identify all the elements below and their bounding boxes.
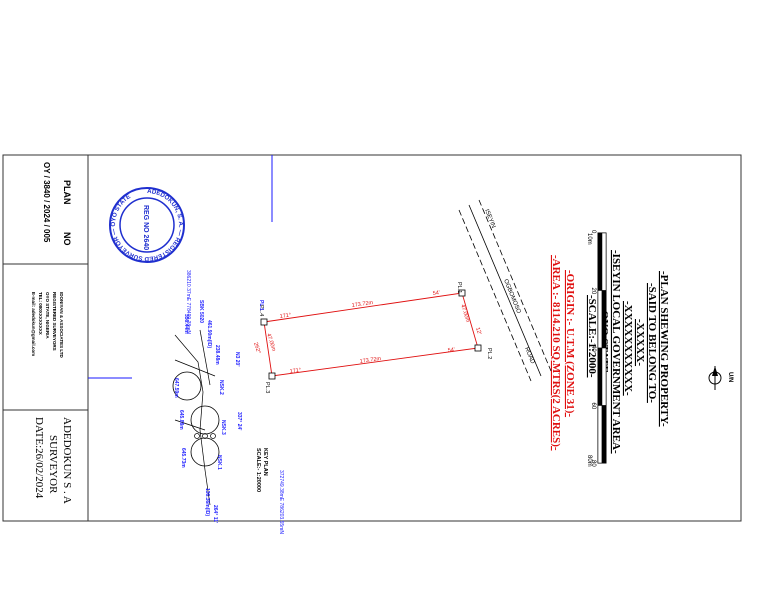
key-plan-circle-2 xyxy=(190,405,220,435)
no-label: NO xyxy=(62,232,72,246)
road: ISEYIN OGBOMOSO ROAD xyxy=(458,199,552,382)
scale-segment xyxy=(597,347,603,406)
plan-date: DATE:26/02/2024 xyxy=(33,417,45,499)
scale-segment xyxy=(597,405,603,464)
key-plan-label: SBK 5020 xyxy=(198,300,204,323)
top-distance: 173.72m xyxy=(351,300,373,309)
key-plan-label: 264° 11' xyxy=(212,505,218,523)
pillar-pl3-label: PL.3 xyxy=(264,382,270,393)
area-text: -AREA :- 8114.210 SQ.MTRS(2 ACRES)- xyxy=(550,255,562,451)
heading-line: -XXXXXXXXXXX- xyxy=(622,301,634,396)
surveyor-seal: ADEDOKUN, S. A. — REGISTERED SURVEYOR — … xyxy=(109,187,185,263)
scale-tick-label: 20 xyxy=(590,288,596,295)
road-label-ogbomoso: OGBOMOSO xyxy=(502,279,521,315)
north-label: U/N xyxy=(727,372,733,382)
heading-line: -SAID TO BELONG TO- xyxy=(646,283,658,403)
firm-line: E-mail: adedokun@gmail.com xyxy=(31,292,36,356)
key-plan-circle-3 xyxy=(190,437,220,467)
heading-line: -PLAN SHEWING PROPERTY- xyxy=(658,271,670,427)
key-plan-label: PL.1 xyxy=(258,300,264,311)
key-plan-label: 238.48m xyxy=(214,345,220,365)
bottom-bearing-left: 171° xyxy=(289,367,301,375)
pillar-pl4-label: PL.4 xyxy=(258,305,264,316)
left-bearing: 262° xyxy=(252,342,261,355)
firm-line: REGISTERED SURVEYORS xyxy=(52,292,57,351)
pillar-pl1-icon xyxy=(458,289,466,297)
pillar-pl2-label: PL.2 xyxy=(486,348,492,359)
pillar-pl4-icon xyxy=(260,318,268,326)
scale-segment xyxy=(597,290,603,349)
key-plan-label: 645.88m xyxy=(178,410,184,430)
scale-tick-label: 0 xyxy=(590,230,596,234)
surveyor-name: ADEDOKUN S . A xyxy=(61,417,73,504)
heading-block: -PLAN SHEWING PROPERTY--SAID TO BELONG T… xyxy=(586,250,670,454)
scale-end-unit: 80m xyxy=(586,455,592,467)
seal-reg-no: REG NO 2640 xyxy=(142,205,149,250)
surveyor-title: SURVEYOR xyxy=(47,435,59,494)
coords-bottom: 386210.37mE 778499.38mN xyxy=(185,270,191,334)
heading-line: -XXXXX- xyxy=(634,319,646,366)
plan-label: PLAN xyxy=(62,180,72,205)
key-plan-label: 136.36m(ID) xyxy=(204,488,210,516)
key-plan-scale: SCALE:- 1:20000 xyxy=(255,448,261,492)
bottom-distance: 173.72m xyxy=(359,356,381,365)
scale-segment xyxy=(601,290,607,349)
sheet-border xyxy=(2,154,742,522)
heading-line: -SCALE:-1:2000- xyxy=(586,295,598,378)
scale-bar: 0 20 40 60 80 10m 80m xyxy=(586,230,607,467)
right-bearing: 12' xyxy=(474,327,482,336)
firm-line: TEL: 080XXXXXXXX xyxy=(38,292,43,335)
scale-start-unit: 10m xyxy=(586,233,592,245)
left-side-distance: 47.00m xyxy=(265,333,277,353)
plan-number: OY / 3840 / 2024 / 005 xyxy=(42,162,51,243)
key-plan-label: NSK.2 xyxy=(218,380,224,395)
scale-tick-label: 60 xyxy=(590,403,596,410)
road-label-iseyin: ISEYIN xyxy=(483,209,496,230)
north-arrow-icon: U/N xyxy=(708,366,733,390)
parcel-boundary: PL.1 PL.2 PL.3 PL.4 171° 173.72m 54' 171… xyxy=(252,282,492,393)
key-plan-circle-1 xyxy=(172,371,202,401)
key-plan-label: N3 20' xyxy=(234,352,240,367)
pillar-pl1-label: PL.1 xyxy=(456,282,462,293)
right-side-distance: 47.00m xyxy=(459,304,471,324)
key-plan-label: 337° 24' xyxy=(236,412,242,430)
key-plan-title: KEY PLAN xyxy=(262,448,268,476)
key-plan-label: 461.90m(ID) xyxy=(206,320,212,348)
heading-line: -ISEYIN LOCAL GOVERNMENT AREA- xyxy=(610,250,622,454)
firm-line: IDONIYAN & ASSOCIATES LTD xyxy=(59,292,64,359)
coords-top: 372749.38mE 786203.55mN xyxy=(278,470,284,534)
key-plan-label: 356.44m xyxy=(183,314,189,334)
key-plan-label: NSK.3 xyxy=(220,420,226,435)
scale-segment xyxy=(601,232,607,291)
scale-tick-label: 40 xyxy=(590,345,596,352)
pillar-pl3-icon xyxy=(268,372,276,380)
pillar-pl2-icon xyxy=(474,344,482,352)
scale-segment xyxy=(597,232,603,291)
road-label-road: ROAD xyxy=(523,347,535,366)
key-plan-label: NSK.1 xyxy=(216,455,222,470)
origin-text: -ORIGIN :- U.T.M (ZONE 31)- xyxy=(564,270,576,417)
scale-segment xyxy=(601,347,607,406)
scale-segment xyxy=(601,405,607,464)
bottom-bearing-right: 54' xyxy=(447,347,455,354)
key-plan-label: 645.73m xyxy=(180,448,186,468)
scale-tick-label: 80 xyxy=(590,460,596,467)
firm-line: OYO STATE, NIGERIA xyxy=(45,292,50,339)
key-plan-label: 647.59m xyxy=(173,378,179,398)
top-bearing-right: 54' xyxy=(432,290,440,297)
top-bearing-left: 171° xyxy=(279,312,291,320)
